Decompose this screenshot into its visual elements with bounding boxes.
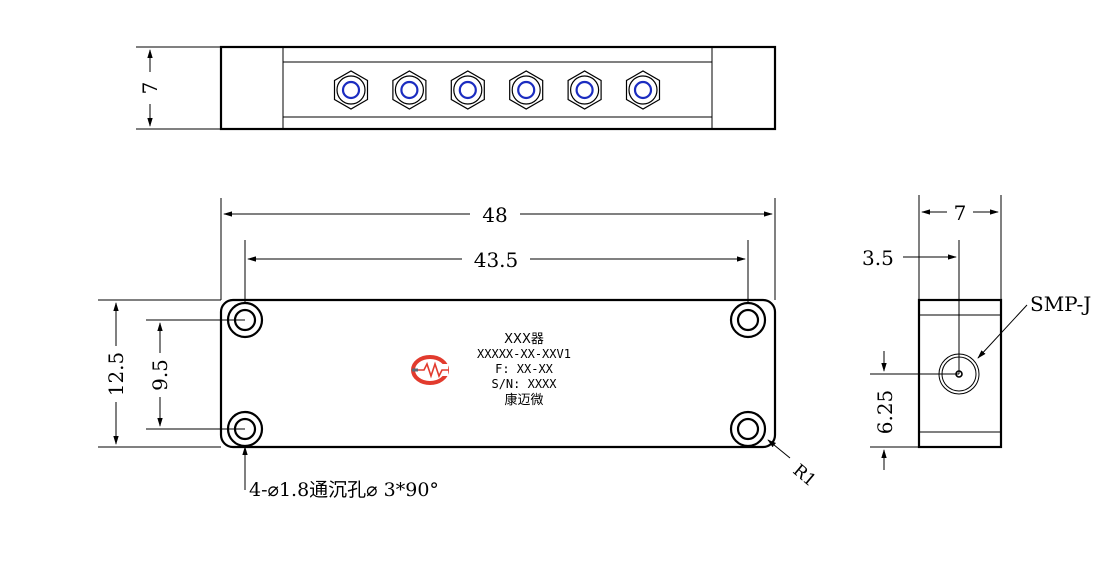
top-connector <box>333 70 369 110</box>
top-height-dimension: 7 <box>138 82 162 95</box>
height-dimension: 12.5 <box>104 352 128 397</box>
frequency-label: F: XX-XX <box>495 362 554 376</box>
top-connector <box>509 70 544 110</box>
side-width-dimension: 7 <box>954 201 967 225</box>
serial-number-label: S/N: XXXX <box>491 377 557 391</box>
hole-pitch-height-dimension: 9.5 <box>148 359 172 391</box>
top-connector <box>625 70 661 110</box>
connector-offset-dimension: 3.5 <box>862 246 894 270</box>
corner-radius-callout: R1 <box>789 461 820 492</box>
top-connector <box>567 70 602 110</box>
length-dimension: 48 <box>482 203 507 227</box>
hole-callout: 4-⌀1.8通沉孔⌀ 3*90° <box>249 479 439 501</box>
front-view-body <box>219 298 777 449</box>
front-view: 48 43.5 12.5 9.5 XXX器 XXXXX-XX-XXV1 F: X… <box>98 198 820 501</box>
top-connector <box>450 70 485 110</box>
top-view-body <box>219 45 777 131</box>
logo <box>411 355 449 385</box>
mounting-hole <box>729 410 767 448</box>
top-connector <box>392 70 427 110</box>
connector-height-dimension: 6.25 <box>873 390 897 435</box>
product-type-label: XXX器 <box>504 332 544 347</box>
company-name-label: 康迈微 <box>504 392 543 408</box>
top-view: 7 <box>136 45 777 131</box>
side-view: 7 3.5 6.25 SMP-J <box>862 195 1091 470</box>
model-number-label: XXXXX-XX-XXV1 <box>477 347 571 361</box>
top-view-connectors <box>333 70 661 110</box>
mounting-hole <box>729 301 767 339</box>
hole-pitch-length-dimension: 43.5 <box>474 248 519 272</box>
connector-type-callout: SMP-J <box>1030 292 1091 316</box>
